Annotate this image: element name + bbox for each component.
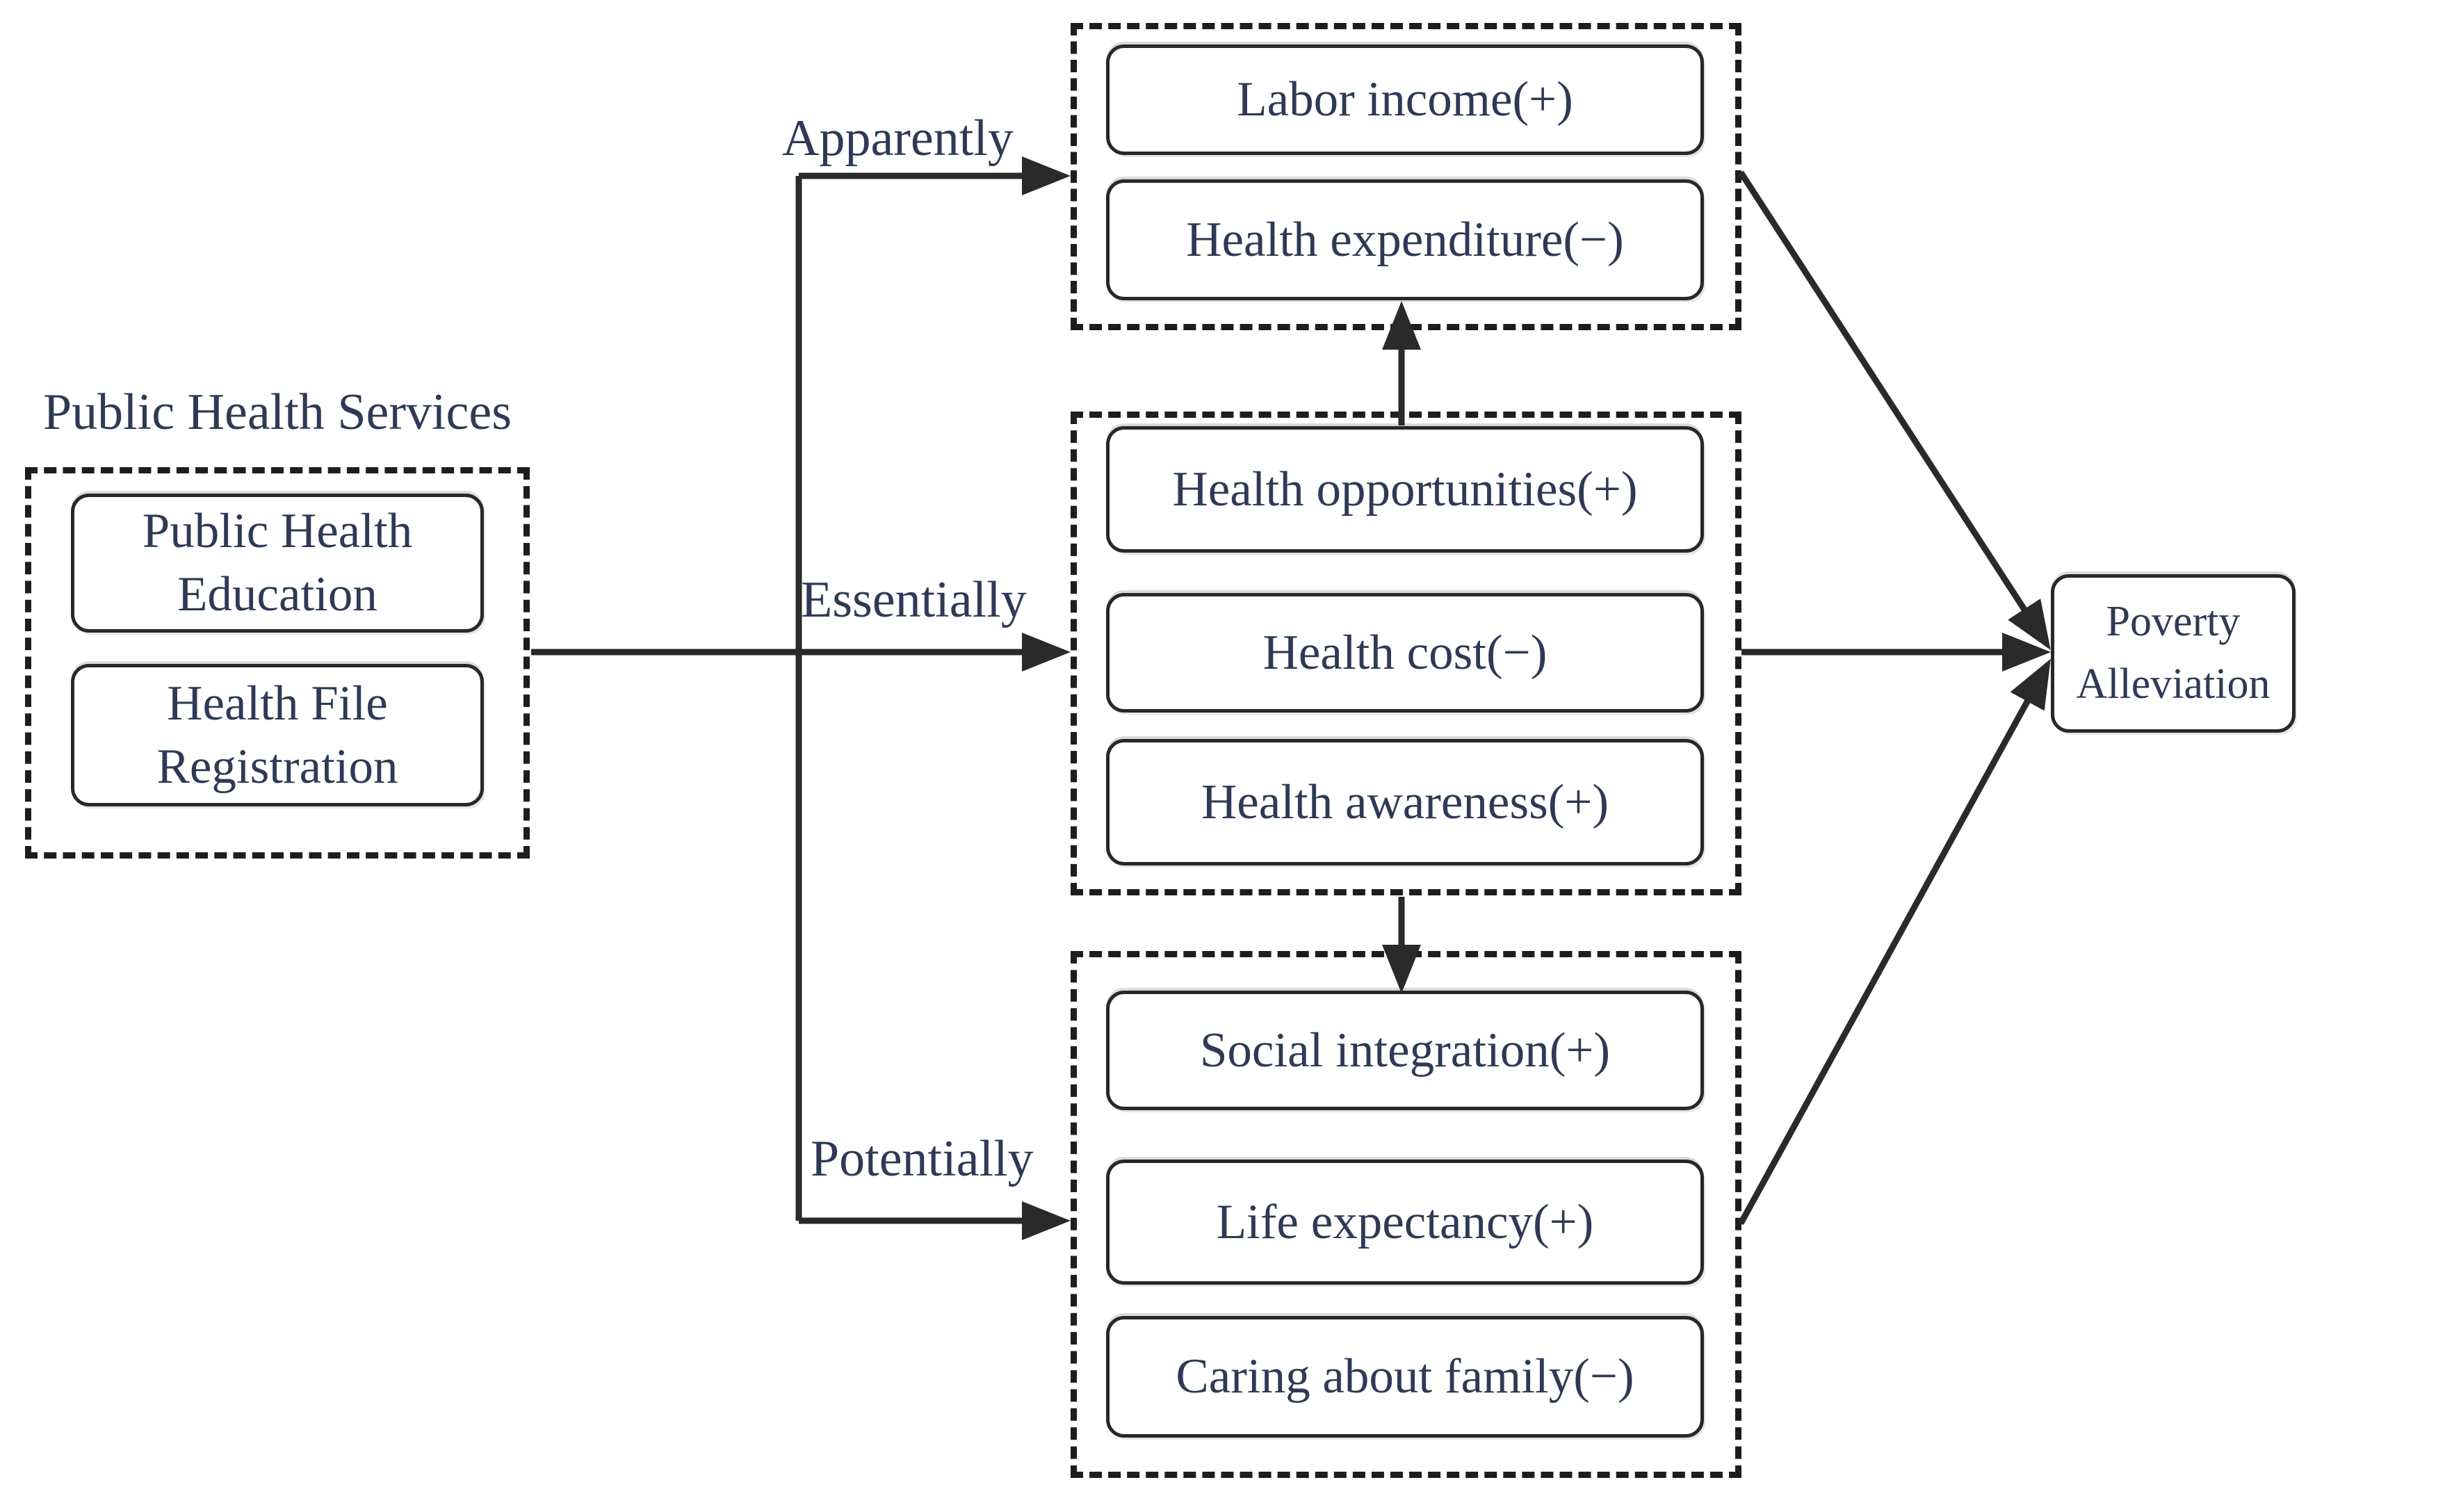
node-social-integration-label: Social integration(+) [1199,1023,1611,1078]
node-poverty-alleviation: Poverty Alleviation [2051,574,2296,733]
node-health-cost-label: Health cost(−) [1262,625,1548,680]
node-public-health-education-label: Public Health Education [142,504,413,621]
node-caring-about-family-label: Caring about family(−) [1176,1349,1634,1404]
branch-label-potentially: Potentially [811,1130,1034,1187]
group-public-health-services [25,467,530,859]
group-essentially-mediators [1071,412,1741,895]
page-title: Public Health Services [42,384,512,441]
node-health-expenditure: Health expenditure(−) [1106,179,1704,300]
node-health-file-registration-label: Health File Registration [156,676,398,794]
node-health-file-registration: Health File Registration [71,664,484,806]
node-poverty-alleviation-label: Poverty Alleviation [2076,598,2271,708]
node-labor-income-label: Labor income(+) [1237,72,1573,127]
branch-label-essentially: Essentially [801,571,1027,628]
node-life-expectancy-label: Life expectancy(+) [1216,1194,1594,1249]
node-health-opportunities-label: Health opportunities(+) [1172,462,1638,517]
node-health-opportunities: Health opportunities(+) [1106,426,1704,553]
node-labor-income: Labor income(+) [1106,44,1704,155]
node-health-expenditure-label: Health expenditure(−) [1186,212,1624,267]
node-health-awareness: Health awareness(+) [1106,739,1704,865]
node-health-awareness-label: Health awareness(+) [1201,774,1609,829]
node-health-cost: Health cost(−) [1106,593,1704,713]
node-caring-about-family: Caring about family(−) [1106,1316,1704,1438]
node-social-integration: Social integration(+) [1106,991,1704,1110]
node-public-health-education: Public Health Education [71,494,484,633]
node-life-expectancy: Life expectancy(+) [1106,1160,1704,1285]
branch-label-apparently: Apparently [782,110,1014,167]
